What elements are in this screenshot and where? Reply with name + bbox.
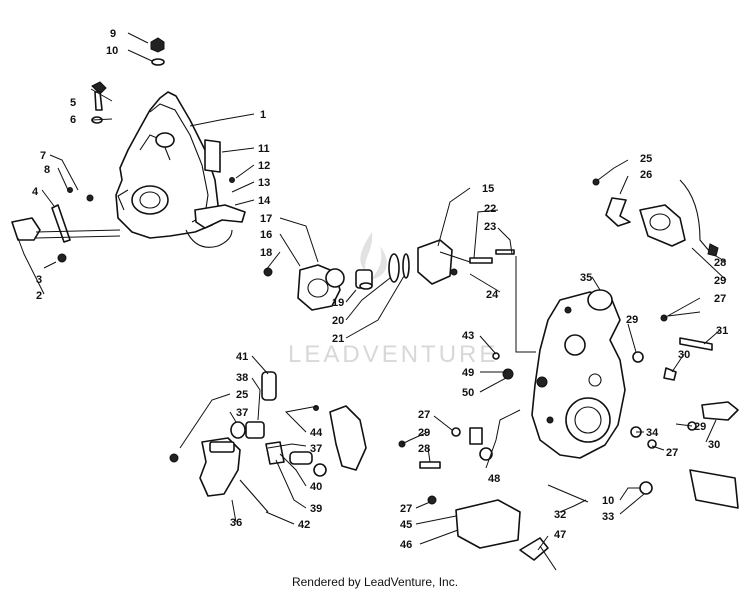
callout-6: 6 (70, 114, 76, 126)
callout-38: 38 (236, 372, 248, 384)
callout-13: 13 (258, 177, 270, 189)
callout-17: 17 (260, 213, 272, 225)
callout-1: 1 (260, 109, 266, 121)
callout-29: 29 (626, 314, 638, 326)
callout-11: 11 (258, 143, 270, 155)
callout-25: 25 (236, 389, 248, 401)
callout-27: 27 (418, 409, 430, 421)
callout-40: 40 (310, 481, 322, 493)
callout-10: 10 (106, 45, 118, 57)
callout-28: 28 (714, 257, 726, 269)
callout-20: 20 (332, 315, 344, 327)
callout-26: 26 (640, 169, 652, 181)
leader-lines (17, 32, 727, 551)
callout-2: 2 (36, 290, 42, 302)
footer-credit: Rendered by LeadVenture, Inc. (291, 575, 459, 589)
callout-22: 22 (484, 203, 496, 215)
callout-30: 30 (708, 439, 720, 451)
callout-10: 10 (602, 495, 614, 507)
callout-39: 39 (310, 503, 322, 515)
callout-44: 44 (310, 427, 323, 439)
callout-16: 16 (260, 229, 272, 241)
lower-left-assembly (169, 371, 367, 513)
callout-29: 29 (714, 275, 726, 287)
callout-31: 31 (716, 325, 728, 337)
callout-29: 29 (418, 427, 430, 439)
part-4-shaft-lever (11, 187, 121, 263)
callout-19: 19 (332, 297, 344, 309)
callout-27: 27 (666, 447, 678, 459)
callout-30: 30 (678, 349, 690, 361)
callout-34: 34 (646, 427, 659, 439)
callout-36: 36 (230, 517, 242, 529)
chaincase-housing (531, 289, 626, 459)
callout-42: 42 (298, 519, 310, 531)
callout-29: 29 (694, 421, 706, 433)
callout-25: 25 (640, 153, 652, 165)
part-14-bracket (194, 204, 246, 229)
center-assembly (263, 239, 515, 311)
callout-50: 50 (462, 387, 474, 399)
callout-41: 41 (236, 351, 248, 363)
callout-28: 28 (418, 443, 430, 455)
callout-15: 15 (482, 183, 494, 195)
callout-27: 27 (714, 293, 726, 305)
part-11-plate (204, 139, 235, 183)
part-9-nut (150, 37, 165, 66)
callout-35: 35 (580, 272, 592, 284)
callout-46: 46 (400, 539, 412, 551)
callout-3: 3 (36, 274, 42, 286)
callout-33: 33 (602, 511, 614, 523)
lower-center-parts (398, 352, 557, 571)
watermark: LEADVENTURE (288, 232, 498, 368)
callout-8: 8 (44, 164, 50, 176)
callout-labels: 9 10 5 6 1 11 12 13 14 7 8 4 3 2 17 16 1… (32, 28, 728, 551)
callout-27: 27 (400, 503, 412, 515)
callout-5: 5 (70, 97, 76, 109)
watermark-text: LEADVENTURE (288, 341, 498, 368)
callout-37: 37 (236, 407, 248, 419)
callout-7: 7 (40, 150, 46, 162)
callout-9: 9 (110, 28, 116, 40)
callout-23: 23 (484, 221, 496, 233)
callout-18: 18 (260, 247, 272, 259)
callout-47: 47 (554, 529, 566, 541)
part-5-fitting (91, 81, 107, 124)
callout-24: 24 (486, 289, 499, 301)
callout-4: 4 (32, 186, 39, 198)
callout-48: 48 (488, 473, 500, 485)
callout-43: 43 (462, 330, 474, 342)
callout-32: 32 (554, 509, 566, 521)
callout-49: 49 (462, 367, 474, 379)
callout-45: 45 (400, 519, 412, 531)
upper-right-bracket (592, 178, 719, 257)
callout-37: 37 (310, 443, 322, 455)
callout-12: 12 (258, 160, 270, 172)
callout-14: 14 (258, 195, 271, 207)
callout-21: 21 (332, 333, 344, 345)
